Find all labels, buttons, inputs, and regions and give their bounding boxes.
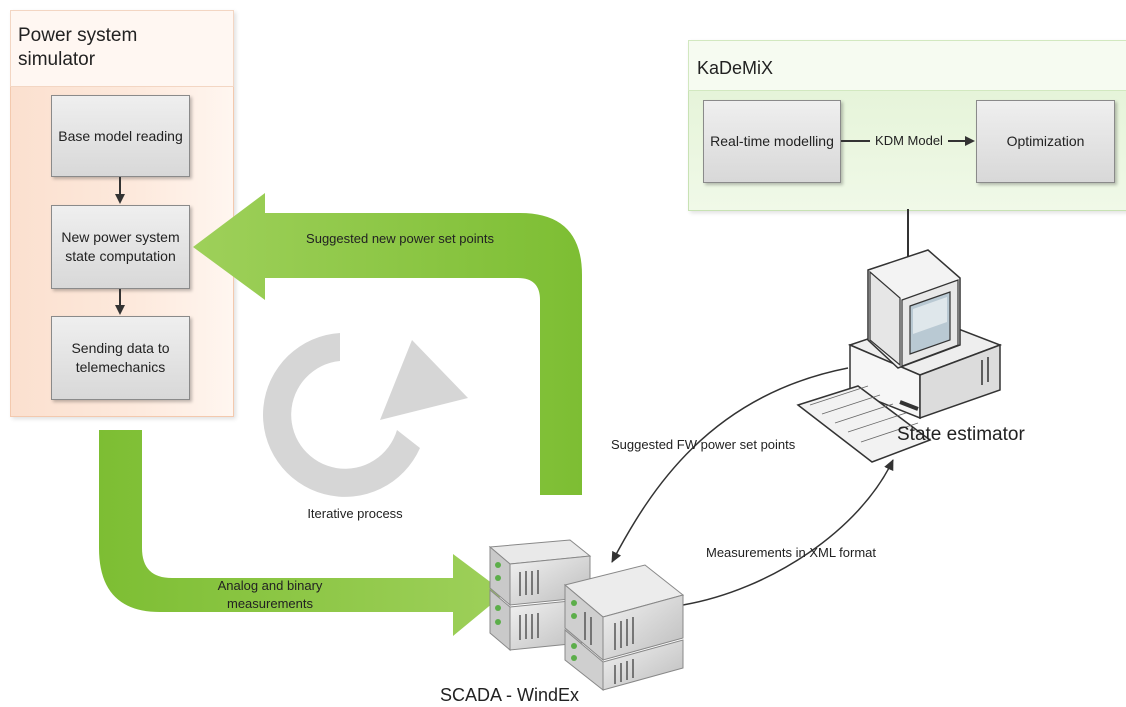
base-model-reading-box: Base model reading: [51, 95, 190, 177]
scada-label: SCADA - WindEx: [440, 685, 580, 705]
suggested-fw-label: Suggested FW power set points: [611, 437, 796, 452]
simulator-title: Power system simulator: [18, 25, 138, 70]
analog-measurements-label: Analog and binary measurements: [217, 578, 323, 611]
iterative-process-label: Iterative process: [307, 506, 403, 521]
arrow-estimator-to-scada: [611, 367, 849, 563]
state-computation-label: New power system state computation: [61, 229, 180, 264]
arrow-scada-to-estimator: [682, 459, 894, 606]
realtime-modelling-label: Real-time modelling: [710, 133, 834, 149]
cycle-arrow-icon: [263, 333, 468, 497]
realtime-modelling-box: Real-time modelling: [703, 100, 841, 183]
scada-server-icon: [488, 539, 685, 692]
optimization-box: Optimization: [976, 100, 1115, 183]
optimization-label: Optimization: [1006, 133, 1085, 149]
kdm-model-label: KDM Model: [870, 132, 948, 150]
sending-data-label: Sending data to telemechanics: [71, 340, 170, 375]
suggested-new-flow-arrow: [193, 193, 582, 495]
computer-icon: [796, 249, 1003, 463]
kademix-title-bar: [688, 40, 1126, 91]
base-model-reading-label: Base model reading: [58, 127, 183, 144]
suggested-new-label: Suggested new power set points: [306, 231, 494, 246]
state-computation-box: New power system state computation: [51, 205, 190, 289]
state-estimator-label: State estimator: [897, 424, 1025, 445]
sending-data-box: Sending data to telemechanics: [51, 316, 190, 400]
kademix-title: KaDeMiX: [697, 58, 774, 78]
analog-flow-arrow: [99, 430, 505, 636]
simulator-title-bar: [10, 10, 234, 87]
measurements-xml-label: Measurements in XML format: [706, 545, 877, 560]
